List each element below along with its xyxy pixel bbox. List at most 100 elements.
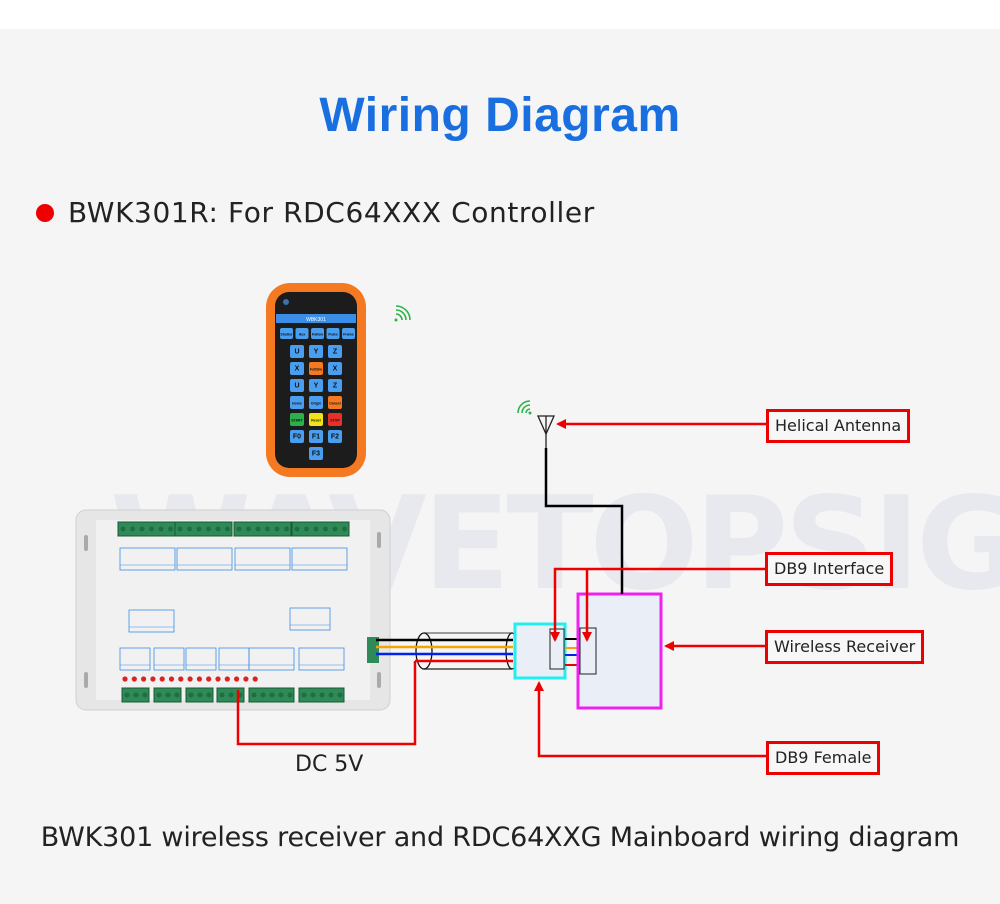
led-indicator	[168, 676, 175, 682]
terminal-block	[185, 687, 214, 703]
led-indicator	[187, 676, 193, 682]
handheld-key-label: STOP	[330, 419, 340, 423]
pin-label-box	[298, 647, 345, 671]
handheld-key: Reset	[309, 413, 323, 426]
pin-label-box	[289, 607, 331, 631]
handheld-key: Home	[290, 396, 304, 409]
handheld-key: X	[328, 362, 342, 375]
callout-db9-female: DB9 Female	[766, 741, 881, 775]
led-indicator	[122, 676, 128, 682]
handheld-key: Fst/Slw	[309, 362, 323, 375]
handheld-key-label: Aux	[299, 333, 306, 337]
callout-wireless-receiver: Wireless Receiver	[765, 630, 925, 664]
handheld-key: Aux	[295, 328, 309, 339]
terminal-block	[291, 521, 350, 537]
top-strip	[0, 0, 1000, 29]
pin-label-box	[128, 609, 175, 633]
handheld-key: Origin	[309, 396, 323, 409]
led-indicator	[234, 676, 240, 682]
handheld-key-label: F2	[331, 434, 339, 441]
handheld-key: STOP	[328, 413, 342, 426]
handheld-key: F2	[328, 430, 342, 443]
handheld-key-label: START	[291, 419, 303, 423]
led-indicator	[196, 676, 202, 682]
handheld-key: Cancel	[328, 396, 342, 409]
callout-db9-interface: DB9 Interface	[765, 552, 894, 586]
pin-label-box	[119, 547, 176, 571]
terminal-block	[153, 687, 182, 703]
led-indicator	[224, 676, 230, 682]
pin-label-box	[176, 547, 233, 571]
arrow-db9-female	[534, 681, 767, 758]
handheld-key-label: Fst/Slw	[310, 368, 323, 372]
handheld-key-label: Home	[292, 402, 302, 406]
bullet-dot-icon	[36, 203, 54, 222]
handheld-key: F0	[290, 430, 304, 443]
handheld-key-label: Frame	[343, 333, 354, 337]
pin-label-box	[185, 647, 217, 671]
handheld-key: Shutter	[280, 328, 293, 339]
handheld-key-label: Shutter	[280, 333, 293, 337]
wifi-signal-icon	[394, 305, 411, 322]
subtitle: BWK301R: For RDC64XXX Controller	[68, 196, 595, 229]
terminal-block	[233, 521, 292, 537]
db9-female-box	[513, 622, 567, 680]
handheld-key: Frame	[342, 328, 355, 339]
handheld-key: F1	[309, 430, 323, 443]
led-indicator	[150, 676, 156, 682]
terminal-block	[174, 521, 233, 537]
dc-5v-label: DC 5V	[295, 752, 364, 777]
handheld-model-label: WBK301	[306, 317, 326, 323]
caption: BWK301 wireless receiver and RDC64XXG Ma…	[40, 822, 960, 853]
pin-label-box	[248, 647, 295, 671]
handheld-key: Follow	[311, 328, 324, 339]
helical-antenna	[536, 415, 624, 594]
handheld-key: F3	[309, 447, 323, 460]
pin-label-box	[234, 547, 291, 571]
dc5v-wire	[236, 661, 417, 746]
terminal-block	[121, 687, 150, 703]
pin-label-box	[291, 547, 348, 571]
handheld-key-label: Pulse	[328, 333, 337, 337]
handheld-key-label: Cancel	[329, 402, 341, 406]
handheld-key: Y	[309, 345, 323, 358]
wireless-receiver-box	[576, 592, 663, 710]
callout-helical-antenna: Helical Antenna	[766, 409, 911, 443]
handheld-key-label: Y	[314, 349, 319, 356]
handheld-key: U	[290, 345, 304, 358]
cable	[376, 632, 519, 670]
terminal-block	[248, 687, 295, 703]
handheld-key-label: F0	[293, 434, 301, 441]
terminal-block	[216, 687, 245, 703]
handheld-key-label: Reset	[311, 419, 321, 423]
led-indicator	[215, 676, 221, 682]
handheld-key: Y	[309, 379, 323, 392]
led-indicator	[206, 676, 212, 682]
handheld-key-label: F3	[312, 451, 320, 458]
handheld-key-label: Z	[333, 383, 338, 390]
led-indicator	[243, 676, 249, 682]
handheld-key-label: X	[333, 366, 338, 373]
led-indicator	[159, 676, 165, 682]
rdc64-mainboard	[75, 509, 391, 711]
pin-label-box	[153, 647, 185, 671]
handheld-key-label: U	[294, 349, 299, 356]
page-title: Wiring Diagram	[319, 89, 681, 142]
led-indicator	[131, 676, 137, 682]
antenna-signal-icon	[517, 400, 532, 415]
db9-mainboard-connector	[367, 637, 379, 663]
handheld-key-label: X	[295, 366, 300, 373]
handheld-key-label: Follow	[312, 333, 323, 337]
handheld-key-label: Y	[314, 383, 319, 390]
handheld-key: X	[290, 362, 304, 375]
handheld-key: U	[290, 379, 304, 392]
handheld-key: Pulse	[326, 328, 340, 339]
handheld-model-bar	[276, 314, 356, 323]
led-indicator	[178, 676, 184, 682]
handheld-key-label: F1	[312, 434, 320, 441]
terminal-block	[298, 687, 345, 703]
handheld-logo-icon	[283, 299, 289, 305]
